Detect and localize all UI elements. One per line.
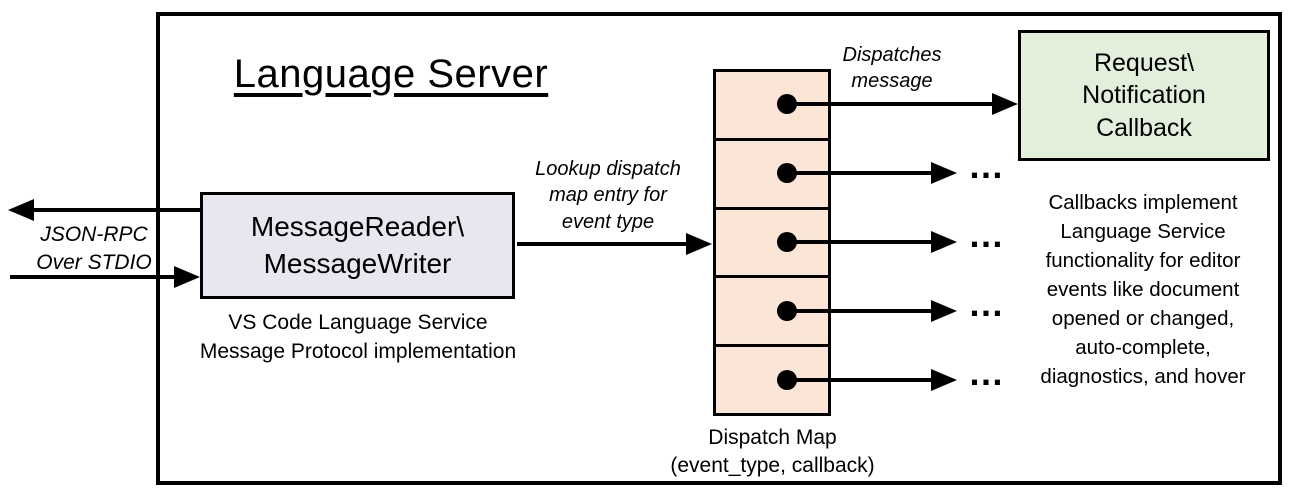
arrow-line-stdio-out — [32, 208, 200, 212]
arrow-line-stdio-in — [10, 275, 176, 279]
arrow-line-lookup — [517, 242, 689, 246]
dispatch-map-cell-2 — [716, 140, 828, 210]
ellipsis-3: … — [968, 214, 1007, 255]
arrowhead-right-lookup — [686, 233, 712, 255]
callbacks-note-line2: Language Service — [1060, 220, 1226, 243]
lookup-label-line3: event type — [561, 210, 655, 233]
ellipsis-2: … — [968, 145, 1007, 186]
callback-box-line2: Notification — [1082, 81, 1206, 110]
lookup-label-line2: map entry for — [549, 184, 667, 207]
callbacks-note-line5: opened or changed, — [1051, 307, 1235, 330]
arrowhead-right-dispatch-4 — [931, 300, 957, 322]
diagram-title: Language Server — [233, 52, 549, 96]
arrowhead-right-dispatch-3 — [931, 231, 957, 253]
arrow-line-dispatch-5 — [787, 378, 935, 382]
callback-box-line1: Request\ — [1093, 48, 1195, 77]
message-box-line1: MessageReader\ — [250, 210, 465, 242]
callbacks-note: Callbacks implement Language Service fun… — [1014, 188, 1272, 391]
json-rpc-label-line2: Over STDIO — [36, 251, 152, 275]
lookup-dispatch-label: Lookup dispatch map entry for event type — [518, 156, 698, 235]
arrowhead-left-stdio-out — [8, 199, 34, 221]
message-reader-writer-box: MessageReader\ MessageWriter — [200, 192, 515, 299]
callbacks-note-line3: functionality for editor — [1045, 249, 1241, 272]
callbacks-note-line1: Callbacks implement — [1048, 191, 1238, 214]
ellipsis-5: … — [968, 352, 1007, 393]
dispatches-label-line1: Dispatches — [842, 44, 942, 66]
dispatch-map — [713, 69, 831, 416]
dispatch-map-caption-line2: (event_type, callback) — [670, 454, 875, 478]
arrowhead-right-dispatch-1 — [992, 93, 1018, 115]
message-box-caption-line2: Message Protocol implementation — [199, 339, 517, 363]
json-rpc-label: JSON-RPC Over STDIO — [18, 221, 170, 278]
request-notification-callback-box: Request\ Notification Callback — [1018, 30, 1270, 161]
arrow-line-dispatch-2 — [787, 171, 935, 175]
callback-box-line3: Callback — [1096, 113, 1192, 142]
arrowhead-right-stdio-in — [174, 266, 200, 288]
callbacks-note-line6: auto-complete, — [1075, 336, 1211, 359]
arrow-line-dispatch-4 — [787, 309, 935, 313]
message-box-line2: MessageWriter — [263, 247, 452, 279]
dispatches-label-line2: message — [851, 70, 933, 93]
arrow-line-dispatch-1 — [787, 102, 996, 106]
dispatch-map-caption-line1: Dispatch Map — [708, 426, 837, 449]
ellipsis-4: … — [968, 283, 1007, 324]
json-rpc-label-line1: JSON-RPC — [40, 223, 148, 246]
dispatch-map-cell-1 — [716, 72, 828, 141]
callbacks-note-line4: events like document — [1046, 278, 1240, 301]
arrowhead-right-dispatch-2 — [931, 162, 957, 184]
message-box-caption: VS Code Language Service Message Protoco… — [168, 309, 548, 367]
arrow-line-dispatch-3 — [787, 240, 935, 244]
lookup-label-line1: Lookup dispatch — [535, 158, 681, 180]
arrowhead-right-dispatch-5 — [931, 369, 957, 391]
message-box-caption-line1: VS Code Language Service — [228, 311, 488, 334]
callbacks-note-line7: diagnostics, and hover — [1040, 365, 1246, 388]
dispatches-message-label: Dispatches message — [812, 42, 972, 95]
dispatch-map-caption: Dispatch Map (event_type, callback) — [655, 424, 890, 481]
